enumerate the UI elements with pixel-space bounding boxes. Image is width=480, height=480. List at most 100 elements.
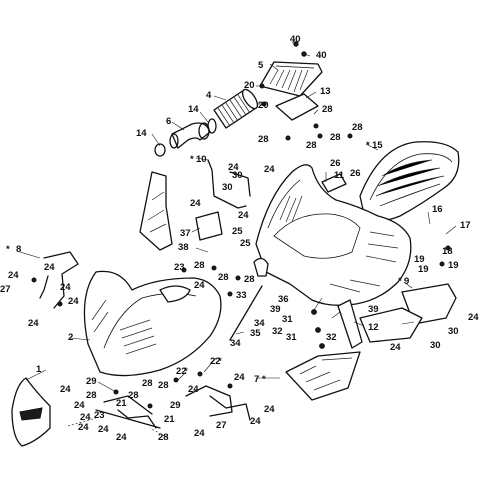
callout-2: 2 <box>68 332 73 343</box>
callout-28: 28 <box>86 390 97 401</box>
callout-28: 28 <box>128 390 139 401</box>
callout-23: 23 <box>174 262 185 273</box>
callout-24: 24 <box>98 424 109 435</box>
callout-17: 17 <box>460 220 471 231</box>
callout-14: 14 <box>136 128 147 139</box>
callout-24: 24 <box>234 372 245 383</box>
callout-22: 22 <box>176 366 187 377</box>
svg-text:*: * <box>218 356 222 367</box>
svg-text:*: * <box>398 276 402 287</box>
callout-23: 23 <box>94 410 105 421</box>
callout-24: 24 <box>468 312 479 323</box>
callout-34: 34 <box>254 318 265 329</box>
callout-35: 35 <box>250 328 261 339</box>
callout-16: 16 <box>432 204 443 215</box>
part-side-rail <box>209 395 251 421</box>
callout-32: 32 <box>326 332 337 343</box>
asterisk-markers: * * * * * * * <box>6 140 402 385</box>
callout-28: 28 <box>142 378 153 389</box>
part-mudflap <box>337 299 363 349</box>
callout-24: 24 <box>60 282 71 293</box>
callout-30: 30 <box>430 340 441 351</box>
callout-28: 28 <box>244 274 255 285</box>
callout-24: 24 <box>264 164 275 175</box>
callout-6: 6 <box>166 116 171 127</box>
callout-4: 4 <box>206 90 212 101</box>
callout-28: 28 <box>352 122 363 133</box>
callout-29: 29 <box>170 400 181 411</box>
callout-14: 14 <box>188 104 199 115</box>
part-bottom-bracket <box>117 409 157 429</box>
callout-24: 24 <box>44 262 55 273</box>
callout-13: 13 <box>320 86 331 97</box>
callout-24: 24 <box>60 384 71 395</box>
part-front-fender <box>83 270 222 377</box>
callout-28: 28 <box>306 140 317 151</box>
callout-24: 24 <box>28 318 39 329</box>
callout-40: 40 <box>290 34 301 45</box>
callout-28: 28 <box>322 104 333 115</box>
part-rod-end <box>253 257 269 277</box>
callout-37: 37 <box>180 228 191 239</box>
callout-30: 30 <box>448 326 459 337</box>
callout-1: 1 <box>36 364 42 375</box>
part-top-cover <box>259 61 323 97</box>
callout-28: 28 <box>194 260 205 271</box>
part-intake-elbow <box>154 118 217 157</box>
part-gasket-plate <box>275 93 319 121</box>
part-front-nose <box>11 377 51 447</box>
callout-24: 24 <box>264 404 275 415</box>
callout-19: 19 <box>418 264 429 275</box>
part-right-bracket-lower <box>359 307 423 343</box>
callout-9: 9 <box>404 276 409 287</box>
callout-24: 24 <box>116 432 127 443</box>
callout-19: 19 <box>448 260 459 271</box>
callout-22: 22 <box>210 356 221 367</box>
callout-8: 8 <box>16 244 21 255</box>
svg-text:*: * <box>6 244 10 255</box>
callout-5: 5 <box>258 60 264 71</box>
callout-39: 39 <box>368 304 379 315</box>
callout-38: 38 <box>178 242 189 253</box>
callout-24: 24 <box>194 428 205 439</box>
callout-32: 32 <box>272 326 283 337</box>
callout-7: 7 <box>254 374 259 385</box>
callout-27: 27 <box>216 420 227 431</box>
svg-text:*: * <box>366 140 370 151</box>
callout-28: 28 <box>218 272 229 283</box>
callout-24: 24 <box>238 210 249 221</box>
callout-28: 28 <box>258 134 269 145</box>
part-rear-body <box>255 164 412 306</box>
part-seat <box>359 141 460 222</box>
callout-24: 24 <box>194 280 205 291</box>
callout-26: 26 <box>350 168 361 179</box>
callout-31: 31 <box>282 314 293 325</box>
callout-27: 27 <box>0 284 11 295</box>
callout-24: 24 <box>188 384 199 395</box>
callout-19: 19 <box>414 254 425 265</box>
callout-33: 33 <box>236 290 247 301</box>
callout-31: 31 <box>286 332 297 343</box>
part-air-filter <box>213 88 259 129</box>
callout-24: 24 <box>78 422 89 433</box>
callout-12: 12 <box>368 322 379 333</box>
callout-30: 30 <box>232 170 243 181</box>
svg-text:*: * <box>190 154 194 165</box>
part-wire-bracket <box>207 159 251 209</box>
callout-24: 24 <box>8 270 19 281</box>
callout-30: 30 <box>222 182 233 193</box>
callout-20: 20 <box>244 80 255 91</box>
svg-text:*: * <box>184 366 188 377</box>
callout-24: 24 <box>80 412 91 423</box>
callout-24: 24 <box>74 400 85 411</box>
callout-28: 28 <box>330 132 341 143</box>
callout-34: 34 <box>230 338 241 349</box>
callout-28: 28 <box>158 432 169 443</box>
callout-20: 20 <box>258 100 269 111</box>
part-long-rod <box>229 285 263 341</box>
part-footwell <box>285 351 361 401</box>
callout-15: 15 <box>372 140 383 151</box>
callout-11: 11 <box>334 170 345 181</box>
